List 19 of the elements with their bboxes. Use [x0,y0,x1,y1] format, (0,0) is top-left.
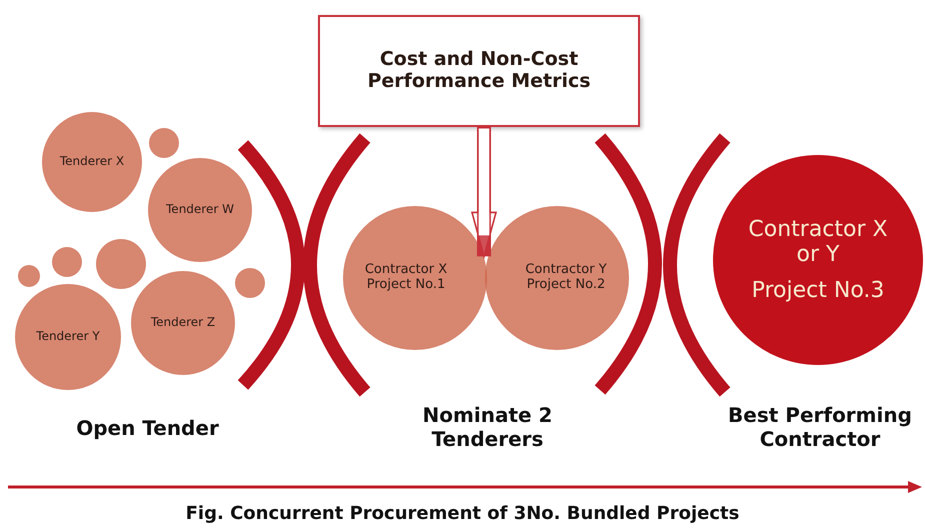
circle-label: Tenderer W [166,203,234,217]
circle [96,239,146,289]
circle-label: Tenderer Y [36,330,100,344]
circle [18,265,40,287]
box-title: Cost and Non-Cost Performance Metrics [366,49,592,93]
circle [52,247,82,277]
circle-label: Tenderer X [60,155,124,169]
figure-caption: Fig. Concurrent Procurement of 3No. Bundled Projects [184,503,740,524]
circle [149,128,179,158]
stage-label: Nominate 2 Tenderers [422,403,554,451]
stage-label: Open Tender [75,416,220,440]
circle-label: Contractor Y Project No.2 [524,263,608,293]
circle-label: Contractor X or Y [747,217,889,268]
circle-label: Tenderer Z [150,316,216,330]
stage-label: Best Performing Contractor [727,403,913,451]
circle [235,268,265,298]
circle-label: Contractor X Project No.1 [364,263,448,293]
metrics-box [318,15,640,127]
circle-label: Project No.3 [752,278,884,303]
